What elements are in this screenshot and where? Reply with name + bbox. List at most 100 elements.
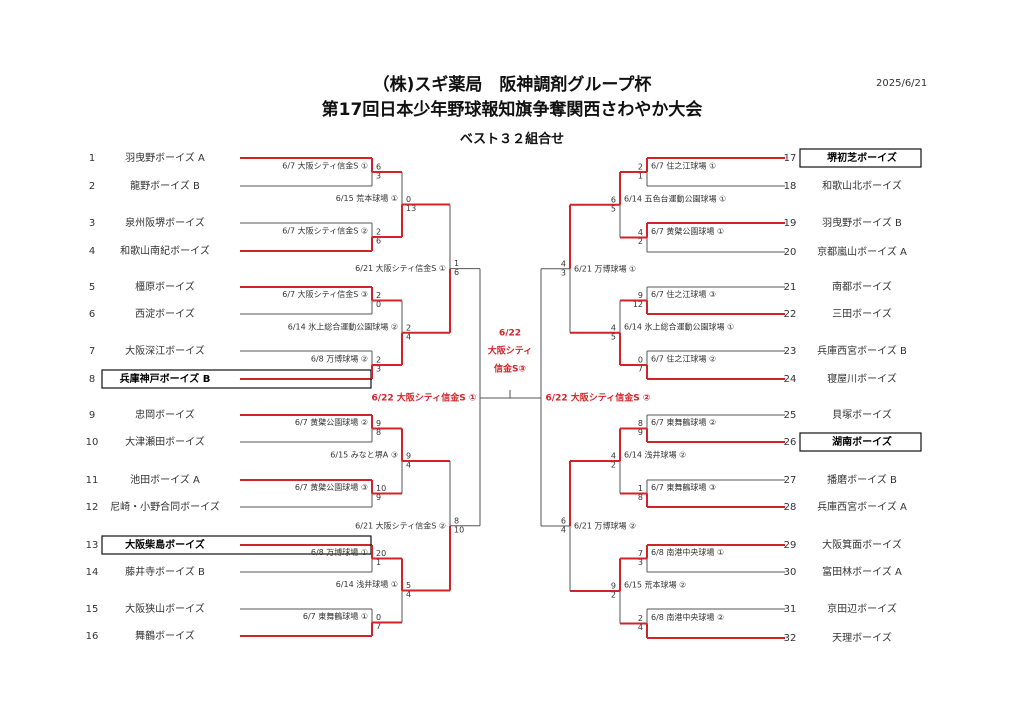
r1-score-bottom: 3	[376, 365, 381, 374]
team-number: 22	[784, 309, 797, 320]
r2-venue: 6/14 浅井球場 ②	[624, 450, 686, 460]
team-name: 大阪箕面ボーイズ	[822, 538, 902, 551]
r1-score-top: 2	[638, 163, 643, 172]
r1-score-bottom: 6	[376, 237, 381, 246]
tournament-title: 第17回日本少年野球報知旗争奪関西さわやか大会	[321, 100, 703, 120]
r1-score-bottom: 8	[376, 428, 381, 437]
team-number: 9	[89, 410, 95, 421]
team-name: 湖南ボーイズ	[832, 435, 892, 448]
r1-score-top: 2	[376, 228, 381, 237]
team-name: 兵庫神戸ボーイズ B	[120, 372, 211, 385]
r1-venue: 6/7 大阪シティ信金S ③	[282, 289, 368, 299]
r2-score-top: 9	[406, 452, 411, 461]
r1-venue: 6/7 東舞鶴球場 ②	[651, 417, 716, 427]
team-name: 寝屋川ボーイズ	[827, 372, 897, 385]
r1-score-top: 20	[376, 549, 386, 558]
r2-score-bottom: 5	[611, 204, 616, 213]
r3-score-bottom: 3	[561, 268, 566, 277]
team-number: 26	[784, 437, 797, 448]
r1-venue: 6/7 大阪シティ信金S ①	[282, 161, 368, 171]
r2-score-top: 2	[406, 323, 411, 332]
r3-venue: 6/21 大阪シティ信金S ②	[355, 520, 446, 530]
r1-score-bottom: 3	[376, 172, 381, 181]
final-venue-line1: 大阪シティ	[488, 345, 532, 357]
r1-score-top: 0	[376, 613, 381, 622]
team-name: 大阪狭山ボーイズ	[125, 602, 205, 615]
r2-score-bottom: 4	[406, 332, 411, 341]
team-number: 7	[89, 346, 95, 357]
team-number: 6	[89, 309, 95, 320]
team-number: 32	[784, 633, 797, 644]
team-number: 11	[86, 475, 99, 486]
r1-score-top: 2	[376, 291, 381, 300]
r2-venue: 6/14 五色台運動公園球場 ①	[624, 193, 726, 203]
r3-venue: 6/21 大阪シティ信金S ①	[355, 263, 446, 273]
r2-score-bottom: 2	[611, 461, 616, 470]
team-number: 23	[784, 346, 797, 357]
r2-venue: 6/15 荒本球場 ②	[624, 580, 686, 590]
team-number: 16	[86, 631, 99, 642]
team-name: 富田林ボーイズ A	[822, 565, 902, 578]
team-number: 2	[89, 181, 95, 192]
semifinal-left-venue: 6/22 大阪シティ信金S ①	[372, 392, 477, 404]
team-name: 和歌山南紀ボーイズ	[120, 244, 210, 257]
r1-venue: 6/7 東舞鶴球場 ①	[303, 611, 368, 621]
r1-score-top: 8	[638, 419, 643, 428]
r3-score-bottom: 10	[454, 525, 464, 534]
team-number: 15	[86, 604, 99, 615]
team-name: 藤井寺ボーイズ B	[125, 565, 205, 578]
r1-score-top: 2	[638, 614, 643, 623]
team-number: 8	[89, 374, 95, 385]
team-number: 17	[784, 153, 797, 164]
r1-venue: 6/8 万博球場 ①	[311, 547, 368, 557]
bracket-subtitle: ベスト３２組合せ	[459, 132, 565, 147]
r2-venue: 6/14 浅井球場 ①	[336, 579, 398, 589]
r3-score-top: 4	[561, 259, 566, 268]
r2-score-top: 4	[611, 323, 616, 332]
team-name: 龍野ボーイズ B	[130, 179, 200, 192]
team-name: 京都嵐山ボーイズ A	[817, 245, 907, 258]
r2-score-top: 0	[406, 195, 411, 204]
r3-score-bottom: 4	[561, 526, 566, 535]
r1-score-top: 9	[638, 291, 643, 300]
r2-score-bottom: 5	[611, 332, 616, 341]
r2-score-top: 5	[406, 581, 411, 590]
team-name: 忠岡ボーイズ	[135, 408, 195, 421]
r1-score-top: 4	[638, 228, 643, 237]
seed-team-box	[799, 432, 922, 452]
r1-venue: 6/8 南港中央球場 ①	[651, 547, 724, 557]
team-number: 21	[784, 282, 797, 293]
team-number: 27	[784, 475, 797, 486]
team-number: 28	[784, 502, 797, 513]
r1-venue: 6/7 住之江球場 ③	[651, 289, 716, 299]
semifinal-right-venue: 6/22 大阪シティ信金S ②	[546, 392, 651, 404]
team-number: 30	[784, 567, 797, 578]
r1-score-bottom: 4	[638, 623, 643, 632]
r1-score-bottom: 9	[376, 493, 381, 502]
issue-date: 2025/6/21	[876, 78, 928, 89]
team-name: 池田ボーイズ A	[130, 473, 200, 486]
r1-venue: 6/7 住之江球場 ①	[651, 161, 716, 171]
r1-venue: 6/7 住之江球場 ②	[651, 354, 716, 364]
r1-score-bottom: 8	[638, 493, 643, 502]
team-name: 羽曳野ボーイズ A	[125, 151, 205, 164]
team-name: 兵庫西宮ボーイズ A	[817, 500, 907, 513]
team-name: 播磨ボーイズ B	[827, 473, 897, 486]
team-name: 大津瀬田ボーイズ	[125, 435, 205, 448]
team-number: 31	[784, 604, 797, 615]
team-name: 大阪柴島ボーイズ	[125, 538, 205, 551]
r3-score-bottom: 6	[454, 268, 459, 277]
r2-score-top: 4	[611, 452, 616, 461]
r1-score-bottom: 1	[638, 172, 643, 181]
r1-venue: 6/7 黄檗公園球場 ①	[651, 226, 724, 236]
team-name: 舞鶴ボーイズ	[135, 629, 195, 642]
seed-team-box	[799, 148, 922, 168]
team-number: 18	[784, 181, 797, 192]
r1-score-top: 9	[376, 419, 381, 428]
team-number: 24	[784, 374, 797, 385]
final-venue-line2: 信金S③	[494, 363, 526, 375]
r2-score-bottom: 13	[406, 204, 416, 213]
team-name: 貝塚ボーイズ	[832, 408, 892, 421]
r2-score-bottom: 2	[611, 591, 616, 600]
r1-venue: 6/7 東舞鶴球場 ③	[651, 482, 716, 492]
